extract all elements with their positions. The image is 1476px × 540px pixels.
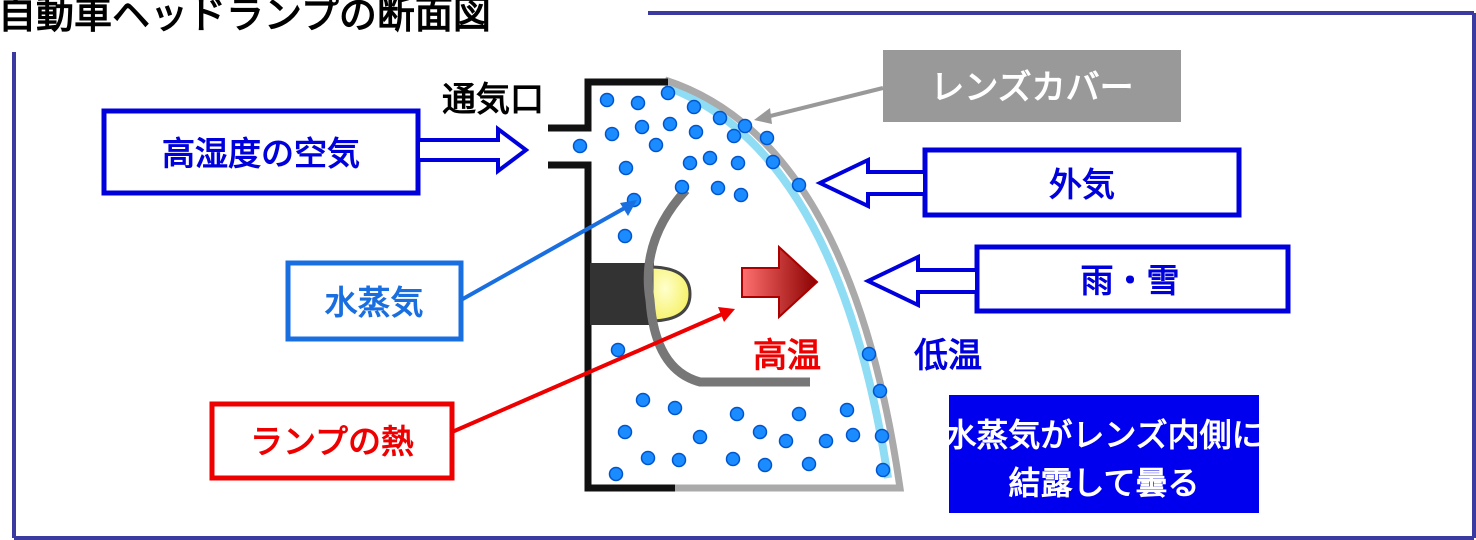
- conclusion-line-1: 水蒸気がレンズ内側に: [944, 416, 1263, 454]
- water-vapor-pointer: [460, 203, 631, 302]
- lens-cover: [663, 76, 905, 492]
- lens-cover-box: [883, 50, 1181, 122]
- lens-inner-layer: [663, 82, 892, 479]
- outside-air-arrow: [815, 156, 923, 210]
- outside-air-box: [922, 147, 1242, 218]
- lens-cover-label: レンズカバー: [930, 68, 1133, 108]
- housing-wall: [548, 78, 668, 132]
- lens-cover-pointer: [761, 86, 884, 120]
- lamp-heat-pointer: [451, 310, 728, 434]
- lamp-heat-label: ランプの熱: [250, 422, 414, 461]
- heat-arrow: [741, 244, 819, 320]
- outer-frame: [12, 11, 1476, 540]
- water-droplets: [572, 85, 891, 482]
- water-vapor-pointer-head: [620, 200, 637, 216]
- outside-air-label: 外気: [1049, 165, 1115, 204]
- water-vapor-box: [285, 260, 464, 342]
- high-temp-label: 高温: [753, 336, 821, 376]
- humid-air-box: [101, 108, 421, 196]
- low-temp-label: 低温: [914, 336, 982, 376]
- page-title: 自動車ヘッドランプの断面図: [0, 0, 491, 37]
- bulb: [650, 265, 692, 323]
- lens-cover-pointer-head: [754, 108, 772, 124]
- reflector: [643, 186, 810, 387]
- conclusion-line-2: 結露して曇る: [1008, 464, 1199, 502]
- rain-snow-arrow: [863, 253, 975, 309]
- lamp-heat-box: [209, 401, 455, 481]
- rain-snow-label: 雨・雪: [1081, 261, 1180, 300]
- rain-snow-box: [974, 244, 1291, 314]
- humid-air-label: 高湿度の空気: [162, 134, 360, 173]
- lamp-socket: [590, 263, 654, 325]
- water-vapor-label: 水蒸気: [325, 283, 424, 322]
- vent-label: 通気口: [442, 80, 544, 120]
- conclusion-box: [949, 395, 1259, 513]
- humid-air-arrow: [420, 125, 530, 175]
- housing-wall-lower: [548, 161, 675, 492]
- lamp-heat-pointer-head: [718, 307, 735, 322]
